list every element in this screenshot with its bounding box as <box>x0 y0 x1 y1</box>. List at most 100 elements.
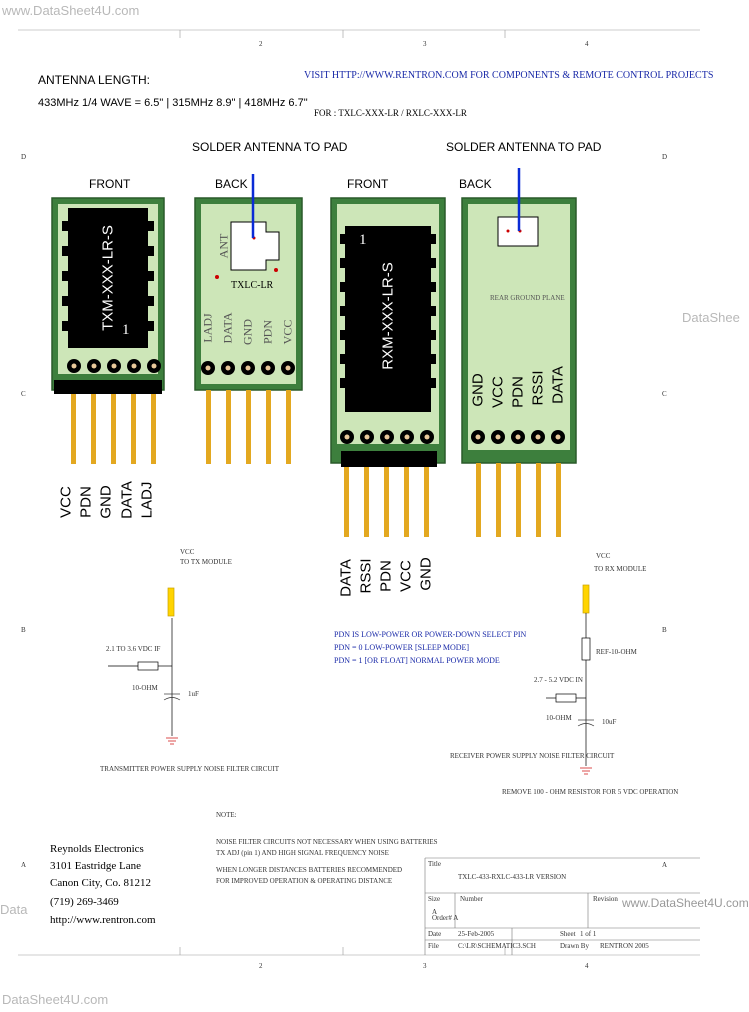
company-phone: (719) 269-3469 <box>50 896 119 908</box>
rx-r2-label: 10-OHM <box>546 714 572 722</box>
title-block-grid <box>424 857 700 955</box>
border-row-label: D <box>662 153 668 161</box>
rx-to-module-label: TO RX MODULE <box>594 565 647 573</box>
tx-back-label: BACK <box>215 177 248 191</box>
border-col-label: 2 <box>259 962 263 970</box>
notes-line: FOR IMPROVED OPERATION & OPERATING DISTA… <box>216 877 393 885</box>
rx-filter-caption: RECEIVER POWER SUPPLY NOISE FILTER CIRCU… <box>450 752 615 760</box>
tx-resistor-label: 10-OHM <box>132 684 158 692</box>
rx-back-pin: PDN <box>509 376 527 408</box>
sheet-value: 1 of 1 <box>580 930 597 938</box>
drawn-by-value: RENTRON 2005 <box>600 942 649 950</box>
tx-front-pin: PDN <box>77 486 95 518</box>
rx-back-module <box>461 168 577 537</box>
company-street: 3101 Eastridge Lane <box>50 860 142 872</box>
sheet-label: Sheet <box>560 930 576 938</box>
pdn-note: PDN IS LOW-POWER OR POWER-DOWN SELECT PI… <box>334 630 527 639</box>
rx-vcc-label: VCC <box>596 552 611 560</box>
border-row-label: C <box>21 390 26 398</box>
visit-link[interactable]: VISIT HTTP://WWW.RENTRON.COM FOR COMPONE… <box>304 70 714 81</box>
rx-front-module <box>330 197 446 537</box>
order-label: Order# A <box>432 914 459 922</box>
border-col-label: 4 <box>585 962 589 970</box>
border-row-label: C <box>662 390 667 398</box>
schematic-drawing <box>18 29 700 956</box>
tx-cap-label: 1uF <box>188 690 199 698</box>
drawn-by-label: Drawn By <box>560 942 589 950</box>
pdn-note: PDN = 0 LOW-POWER [SLEEP MODE] <box>334 643 470 652</box>
company-city: Canon City, Co. 81212 <box>50 877 152 889</box>
notes-line: NOISE FILTER CIRCUITS NOT NECESSARY WHEN… <box>216 838 438 846</box>
size-label: Size <box>428 895 441 903</box>
border-row-label: B <box>662 626 667 634</box>
border-row-label: A <box>21 861 27 869</box>
watermark-right-edge: DataShee <box>682 310 740 325</box>
company-name: Reynolds Electronics <box>50 843 144 855</box>
border-row-label: A <box>662 861 668 869</box>
size-value: A <box>432 908 438 916</box>
for-parts-line: FOR : TXLC-XXX-LR / RXLC-XXX-LR <box>314 108 467 118</box>
tx-vcc-label: VCC <box>180 548 195 556</box>
notes-line: WHEN LONGER DISTANCES BATTERIES RECOMMEN… <box>216 866 403 874</box>
rx-chip-label: RXM-XXX-LR-S <box>379 262 397 370</box>
border-col-label: 2 <box>259 40 263 48</box>
rx-back-pin: VCC <box>489 376 507 408</box>
title-value: TXLC-433-RXLC-433-LR VERSION <box>458 873 567 881</box>
rx-filter-schematic <box>546 584 595 775</box>
rx-front-pin: DATA <box>337 559 355 597</box>
border-col-label: 3 <box>423 962 427 970</box>
notes-heading: NOTE: <box>216 811 237 819</box>
tx-front-pin: LADJ <box>138 481 156 519</box>
antenna-values: 433MHz 1/4 WAVE = 6.5" | 315MHz 8.9" | 4… <box>38 97 308 109</box>
border-row-label: D <box>21 153 27 161</box>
watermark-title-block: www.DataSheet4U.com <box>622 896 749 910</box>
tx-ant-label: ANT <box>216 233 231 259</box>
solder-label-tx: SOLDER ANTENNA TO PAD <box>192 140 348 154</box>
tx-back-module <box>194 174 303 464</box>
title-label: Title <box>428 860 441 868</box>
company-website[interactable]: http://www.rentron.com <box>50 914 156 926</box>
rx-filter-caption-2: REMOVE 100 - OHM RESISTOR FOR 5 VDC OPER… <box>502 788 679 796</box>
antenna-heading: ANTENNA LENGTH: <box>38 73 151 87</box>
pdn-note: PDN = 1 [OR FLOAT] NORMAL POWER MODE <box>334 656 500 665</box>
watermark-top-left: www.DataSheet4U.com <box>2 3 140 18</box>
rx-back-pin: RSSI <box>529 370 547 406</box>
rx-pin1-marker: 1 <box>359 232 367 248</box>
rx-ground-plane-label: REAR GROUND PLANE <box>490 294 565 302</box>
solder-label-rx: SOLDER ANTENNA TO PAD <box>446 140 602 154</box>
date-label: Date <box>428 930 442 938</box>
tx-filter-caption: TRANSMITTER POWER SUPPLY NOISE FILTER CI… <box>100 765 280 773</box>
border-row-label: B <box>21 626 26 634</box>
rx-front-pin: RSSI <box>357 558 375 594</box>
tx-back-pin: DATA <box>220 312 235 344</box>
tx-back-pin: GND <box>240 319 255 345</box>
tx-front-module <box>51 197 165 464</box>
tx-front-label: FRONT <box>89 177 131 191</box>
border-col-label: 4 <box>585 40 589 48</box>
tx-front-pin: DATA <box>118 481 136 519</box>
rx-r1-label: REF-10-OHM <box>596 648 637 656</box>
rx-back-pin: DATA <box>549 366 567 404</box>
watermark-left-edge: Data <box>0 902 28 917</box>
rx-back-label: BACK <box>459 177 492 191</box>
notes-line: TX ADJ (pin 1) AND HIGH SIGNAL FREQUENCY… <box>216 849 389 857</box>
border-col-label: 3 <box>423 40 427 48</box>
rx-front-pin: PDN <box>377 560 395 592</box>
tx-supply-label: 2.1 TO 3.6 VDC IF <box>106 645 161 653</box>
tx-front-pin: GND <box>97 485 115 519</box>
rx-front-pin: GND <box>417 557 435 591</box>
rx-front-pin: VCC <box>397 560 415 592</box>
tx-chip-label: TXM-XXX-LR-S <box>99 225 117 331</box>
tx-back-pin: PDN <box>260 319 275 345</box>
watermark-bottom-left: DataSheet4U.com <box>2 992 109 1007</box>
number-label: Number <box>460 895 483 903</box>
tx-board-label: TXLC-LR <box>231 280 274 291</box>
date-value: 25-Feb-2005 <box>458 930 495 938</box>
revision-label: Revision <box>593 895 618 903</box>
tx-to-module-label: TO TX MODULE <box>180 558 232 566</box>
tx-front-pin: VCC <box>57 486 75 518</box>
file-label: File <box>428 942 439 950</box>
rx-cap-label: 10uF <box>602 718 617 726</box>
tx-pin1-marker: 1 <box>122 322 130 338</box>
file-value: C:\LR\SCHEMATIC3.SCH <box>458 942 536 950</box>
